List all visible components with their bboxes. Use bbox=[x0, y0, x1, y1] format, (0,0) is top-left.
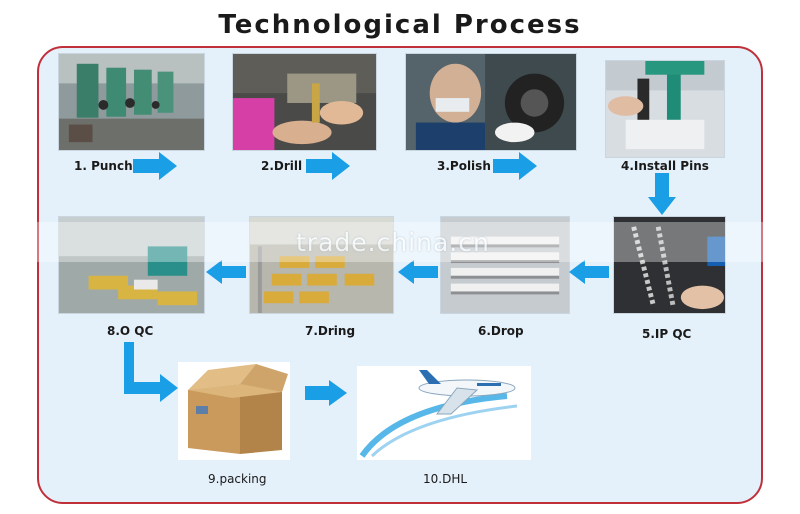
step-6-label: 6.Drop bbox=[478, 324, 524, 338]
step-8-label: 8.O QC bbox=[107, 324, 154, 338]
step-1-label: 1. Punch bbox=[74, 159, 133, 173]
step-4-label: 4.Install Pins bbox=[621, 159, 709, 173]
arrow-right-icon bbox=[493, 152, 537, 180]
watermark-text: trade.china.cn bbox=[296, 228, 490, 257]
step-9-label: 9.packing bbox=[208, 472, 267, 486]
dhl-photo bbox=[357, 366, 531, 460]
drop-photo bbox=[440, 216, 570, 314]
o-qc-photo bbox=[58, 216, 205, 314]
arrow-right-icon bbox=[305, 380, 347, 406]
drill-photo bbox=[232, 53, 377, 151]
arrow-left-icon bbox=[569, 260, 609, 284]
watermark-band bbox=[37, 222, 763, 262]
page-title: Technological Process bbox=[218, 10, 582, 40]
arrow-left-icon bbox=[398, 260, 438, 284]
step-7-label: 7.Dring bbox=[305, 324, 356, 338]
polish-photo bbox=[405, 53, 577, 151]
packing-photo bbox=[178, 362, 290, 460]
step-10-label: 10.DHL bbox=[423, 472, 468, 486]
arrow-down-icon bbox=[648, 173, 676, 215]
arrow-elbow-icon bbox=[124, 342, 178, 402]
install-pins-photo bbox=[605, 60, 725, 158]
arrow-right-icon bbox=[306, 152, 350, 180]
punch-photo bbox=[58, 53, 205, 151]
step-5-label: 5.IP QC bbox=[642, 327, 692, 341]
step-2-label: 2.Drill bbox=[261, 159, 303, 173]
step-3-label: 3.Polish bbox=[437, 159, 491, 173]
dring-photo bbox=[249, 216, 394, 314]
arrow-left-icon bbox=[206, 260, 246, 284]
ip-qc-photo bbox=[613, 216, 726, 314]
arrow-right-icon bbox=[133, 152, 177, 180]
